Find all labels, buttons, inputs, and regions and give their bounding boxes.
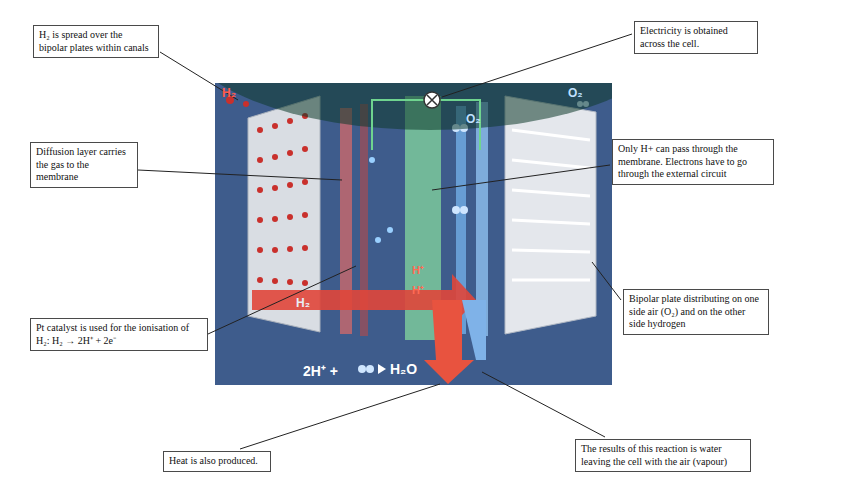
electrons	[369, 157, 393, 243]
gas-label: H₂	[296, 296, 310, 310]
water-arrow	[462, 300, 486, 360]
ion-label: H⁺	[412, 282, 424, 297]
external-circuit	[372, 100, 480, 150]
callout-text: Bipolar plate distributing on one side a…	[629, 293, 763, 331]
callout-box: Pt catalyst is used for the ionisation o…	[30, 318, 208, 351]
callout-box: Only H+ can pass through the membrane. E…	[612, 139, 774, 185]
callout-box: The results of this reaction is water le…	[575, 439, 751, 472]
bipolar-plate	[505, 96, 596, 334]
equation-text: H₂O	[390, 361, 417, 377]
watermark	[215, 83, 612, 130]
plate-channels	[512, 130, 590, 280]
equation-text: 2H⁺ +	[303, 361, 338, 380]
callout-text: H₂ is spread over the bipolar plates wit…	[39, 29, 153, 54]
callout-box: Heat is also produced.	[163, 451, 271, 472]
callout-box: H₂ is spread over the bipolar plates wit…	[33, 25, 159, 58]
ion-label: H⁺	[412, 262, 424, 277]
gas-label: O₂	[466, 112, 481, 126]
reaction-arrow	[378, 364, 386, 374]
hydrogen-dots	[226, 96, 308, 286]
leader-lines	[138, 34, 632, 449]
callout-box: Diffusion layer carries the gas to the m…	[30, 142, 138, 188]
load-symbol	[424, 92, 440, 108]
callout-text: Diffusion layer carries the gas to the m…	[36, 146, 132, 184]
callout-box: Electricity is obtained across the cell.	[634, 21, 758, 54]
load-symbol	[427, 95, 437, 105]
callout-text: Only H+ can pass through the membrane. E…	[618, 143, 768, 181]
callout-text: The results of this reaction is water le…	[581, 443, 745, 468]
callout-box: Bipolar plate distributing on one side a…	[623, 289, 769, 335]
callout-text: Pt catalyst is used for the ionisation o…	[36, 322, 202, 347]
gas-label: H₂	[222, 86, 236, 100]
gas-label: O₂	[568, 86, 583, 100]
callout-text: Heat is also produced.	[169, 455, 265, 468]
callout-text: Electricity is obtained across the cell.	[640, 25, 752, 50]
